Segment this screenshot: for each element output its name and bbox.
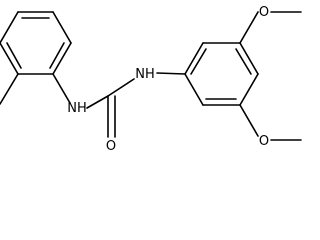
aromatic-bond	[235, 48, 252, 75]
tolyl-ring	[0, 11, 72, 75]
aromatic-bond	[49, 42, 65, 69]
bond	[239, 104, 259, 137]
bond	[0, 11, 19, 44]
methyl-bond	[0, 73, 19, 105]
methoxy-top-o-label: O	[259, 5, 269, 20]
bond	[239, 42, 259, 75]
aromatic-bond	[6, 42, 22, 69]
structure-diagram: NH O NH O O	[0, 5, 302, 154]
bond	[107, 78, 135, 97]
bond	[86, 95, 109, 109]
bond	[52, 11, 72, 44]
bond	[156, 72, 186, 75]
aromatic-bond	[190, 48, 207, 75]
bond	[239, 73, 259, 106]
bond	[0, 42, 19, 75]
bond	[52, 42, 72, 75]
dimethoxyphenyl-ring	[184, 42, 259, 106]
methoxy-bottom-o-label: O	[259, 134, 269, 149]
nh-right-label: NH	[135, 67, 155, 82]
carbonyl-o-label: O	[106, 139, 116, 154]
bond	[239, 11, 259, 44]
nh-left-label: NH	[67, 101, 87, 116]
bond	[184, 42, 204, 75]
bond	[52, 73, 71, 104]
bond	[184, 73, 204, 106]
